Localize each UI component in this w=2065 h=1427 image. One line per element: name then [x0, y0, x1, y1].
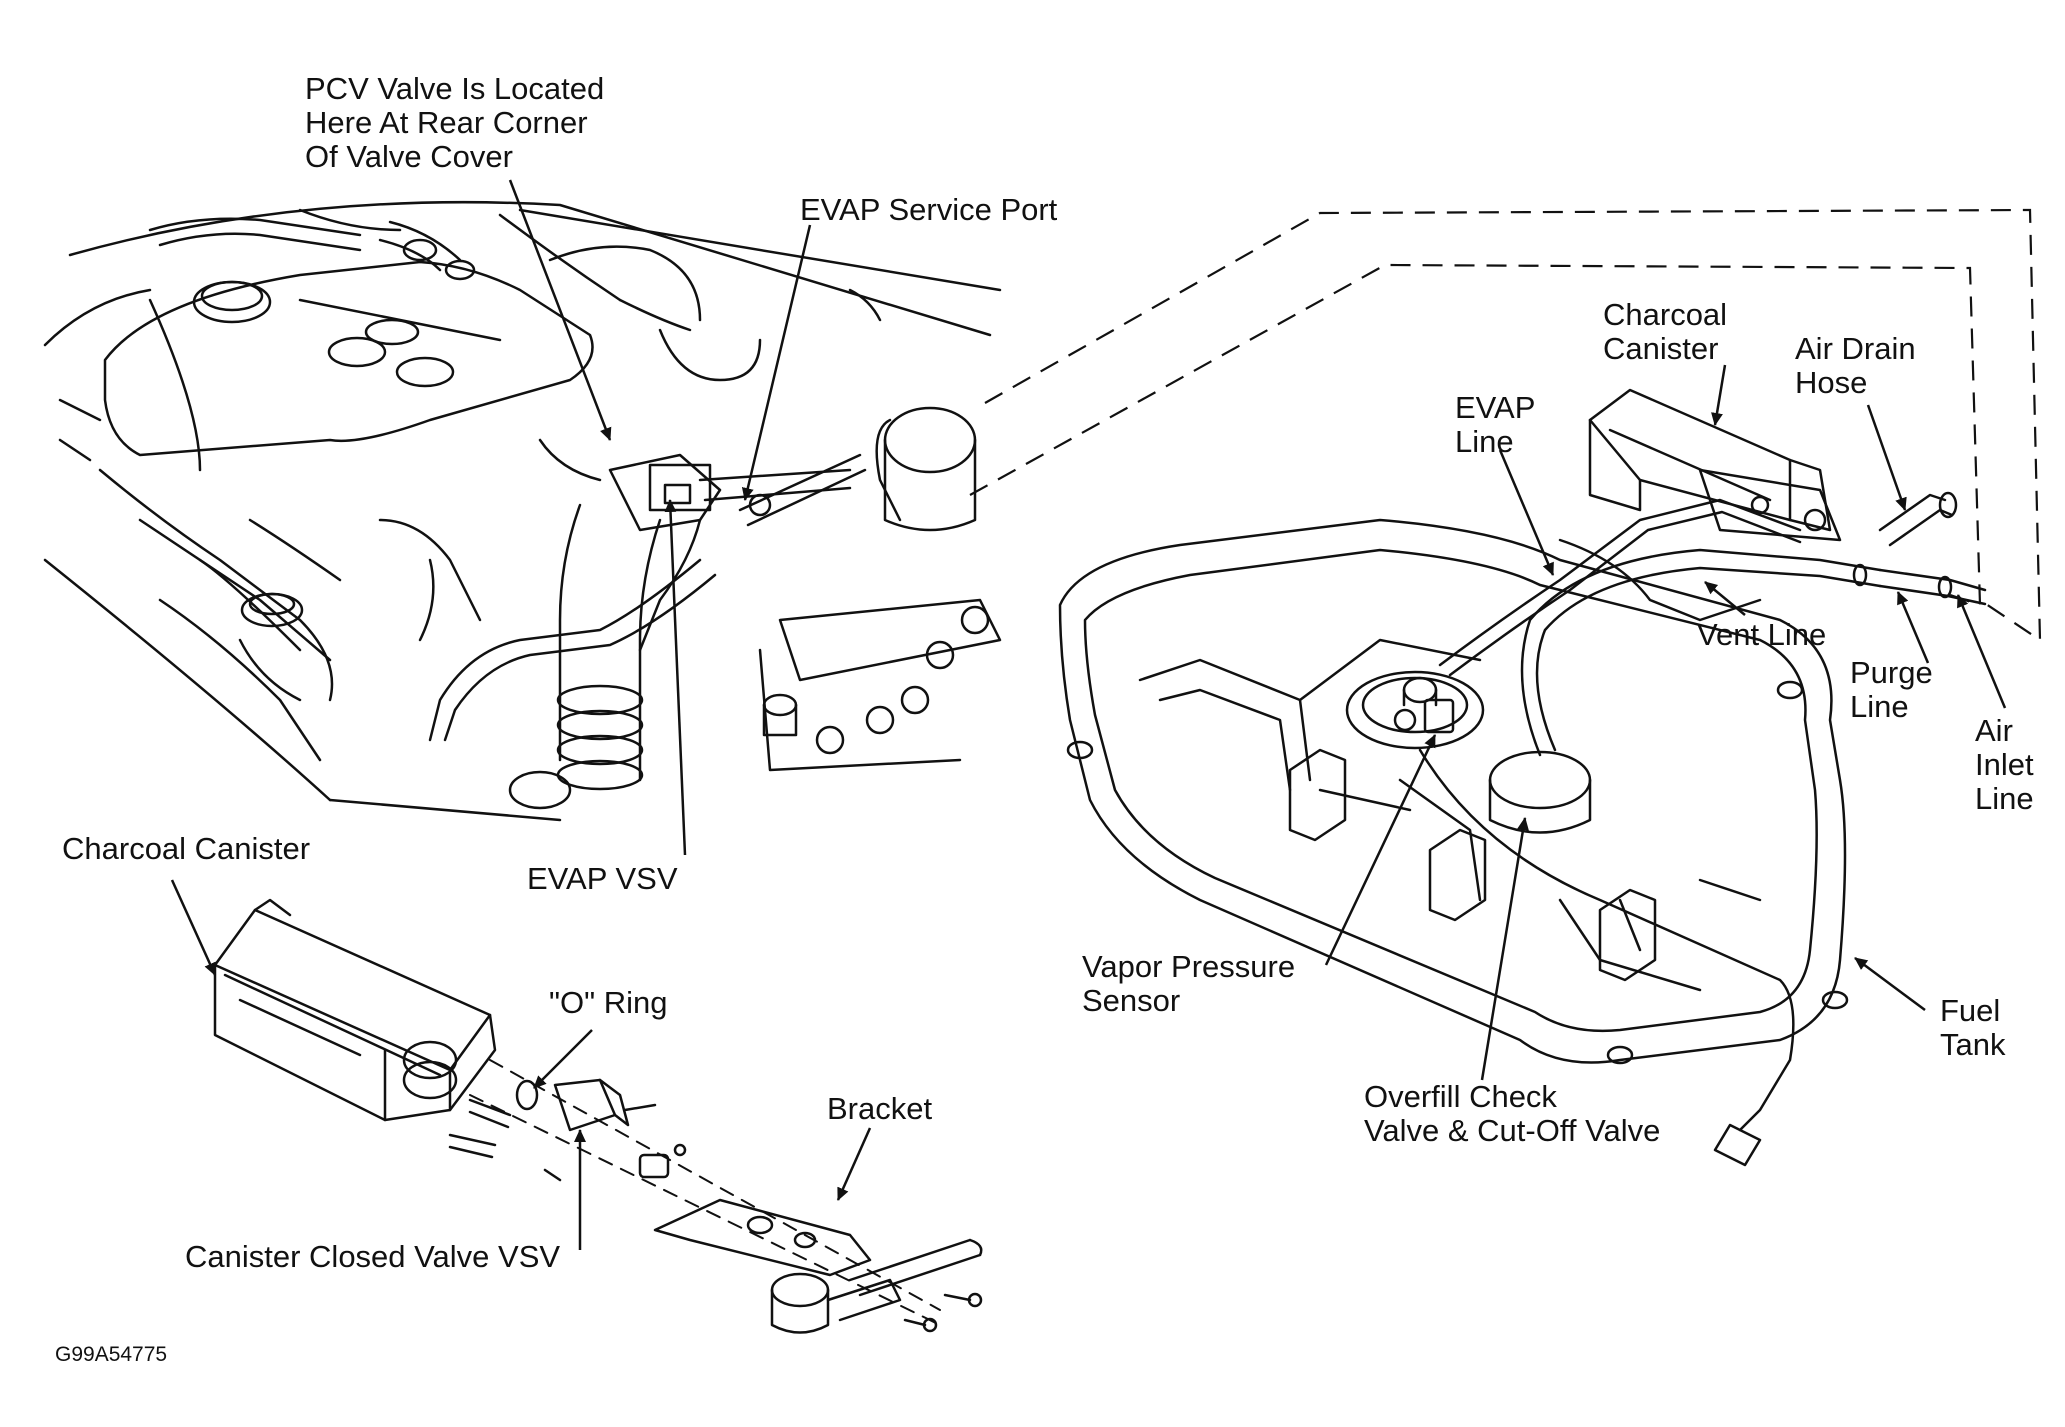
label-evap-vsv: EVAP VSV	[527, 862, 678, 896]
label-air-inlet-line: Air Inlet Line	[1975, 714, 2034, 816]
label-canister-closed-valve-vsv: Canister Closed Valve VSV	[185, 1240, 560, 1274]
label-air-drain-hose-line-1: Air Drain	[1795, 331, 1916, 366]
connection-dashed-lines	[969, 208, 2042, 643]
label-air-drain-hose-line-2: Hose	[1795, 365, 1868, 400]
label-evap-vsv-text: EVAP VSV	[527, 861, 678, 896]
label-air-drain-hose: Air Drain Hose	[1795, 332, 1916, 400]
label-air-inlet-line-line-1: Air	[1975, 713, 2013, 748]
label-evap-line-line-2: Line	[1455, 424, 1514, 459]
label-bracket-text: Bracket	[827, 1091, 933, 1126]
label-charcoal-canister-tank: Charcoal Canister	[1603, 298, 1727, 366]
label-vapor-pressure-sensor-line-1: Vapor Pressure	[1082, 949, 1296, 984]
label-pcv-line-2: Here At Rear Corner	[305, 105, 588, 140]
label-evap-line-line-1: EVAP	[1455, 390, 1536, 425]
arrow-vent-line	[1704, 581, 1746, 616]
arrow-evap-vsv	[664, 499, 687, 856]
label-charcoal-canister-engine: Charcoal Canister	[62, 832, 310, 866]
arrow-canister-engine	[170, 879, 217, 976]
label-charcoal-canister-tank-line-2: Canister	[1603, 331, 1719, 366]
label-fuel-tank: Fuel Tank	[1940, 994, 2005, 1062]
label-fuel-tank-line-1: Fuel	[1940, 993, 2001, 1028]
arrow-purge-line	[1896, 591, 1930, 664]
label-figure-code: G99A54775	[55, 1343, 167, 1367]
label-evap-line: EVAP Line	[1455, 391, 1535, 459]
label-purge-line-line-1: Purge	[1850, 655, 1933, 690]
label-bracket: Bracket	[827, 1092, 932, 1126]
label-purge-line-line-2: Line	[1850, 689, 1909, 724]
label-overfill-check-line-1: Overfill Check	[1364, 1079, 1557, 1114]
arrow-fuel-tank	[1854, 956, 1926, 1012]
arrow-evap-line	[1498, 449, 1555, 576]
arrow-charcoal-tank	[1711, 364, 1727, 426]
fuel-tank-illustration	[1058, 388, 1987, 1167]
label-air-inlet-line-line-3: Line	[1975, 781, 2034, 816]
label-vapor-pressure-sensor: Vapor Pressure Sensor	[1082, 950, 1295, 1018]
engine-bay-illustration	[43, 200, 1002, 822]
arrow-o-ring	[533, 1029, 593, 1089]
label-air-inlet-line-line-2: Inlet	[1975, 747, 2034, 782]
arrow-overfill	[1480, 817, 1529, 1081]
label-o-ring: "O" Ring	[549, 986, 668, 1020]
label-canister-closed-valve-vsv-text: Canister Closed Valve VSV	[185, 1239, 561, 1274]
label-evap-service-port-text: EVAP Service Port	[800, 192, 1058, 227]
arrow-service-port	[741, 224, 812, 501]
arrow-pcv	[508, 179, 612, 441]
leader-arrows	[170, 179, 2007, 1250]
label-purge-line: Purge Line	[1850, 656, 1933, 724]
arrow-bracket	[836, 1127, 872, 1201]
canister-exploded-illustration	[213, 898, 983, 1334]
label-fuel-tank-line-2: Tank	[1940, 1027, 2006, 1062]
label-pcv-line-3: Of Valve Cover	[305, 139, 513, 174]
label-overfill-check: Overfill Check Valve & Cut-Off Valve	[1364, 1080, 1660, 1148]
label-vapor-pressure-sensor-line-2: Sensor	[1082, 983, 1181, 1018]
label-figure-code-text: G99A54775	[55, 1343, 168, 1366]
label-pcv-valve: PCV Valve Is Located Here At Rear Corner…	[305, 72, 604, 174]
arrow-air-inlet	[1956, 594, 2007, 709]
label-pcv-line-1: PCV Valve Is Located	[305, 71, 605, 106]
label-vent-line: Vent Line	[1697, 618, 1826, 652]
label-evap-service-port: EVAP Service Port	[800, 193, 1057, 227]
label-overfill-check-line-2: Valve & Cut-Off Valve	[1364, 1113, 1661, 1148]
label-o-ring-text: "O" Ring	[549, 985, 668, 1020]
arrow-air-drain	[1866, 404, 1907, 511]
arrow-vapor-pressure	[1324, 734, 1437, 966]
label-charcoal-canister-tank-line-1: Charcoal	[1603, 297, 1728, 332]
label-charcoal-canister-engine-text: Charcoal Canister	[62, 831, 311, 866]
label-vent-line-text: Vent Line	[1697, 617, 1827, 652]
